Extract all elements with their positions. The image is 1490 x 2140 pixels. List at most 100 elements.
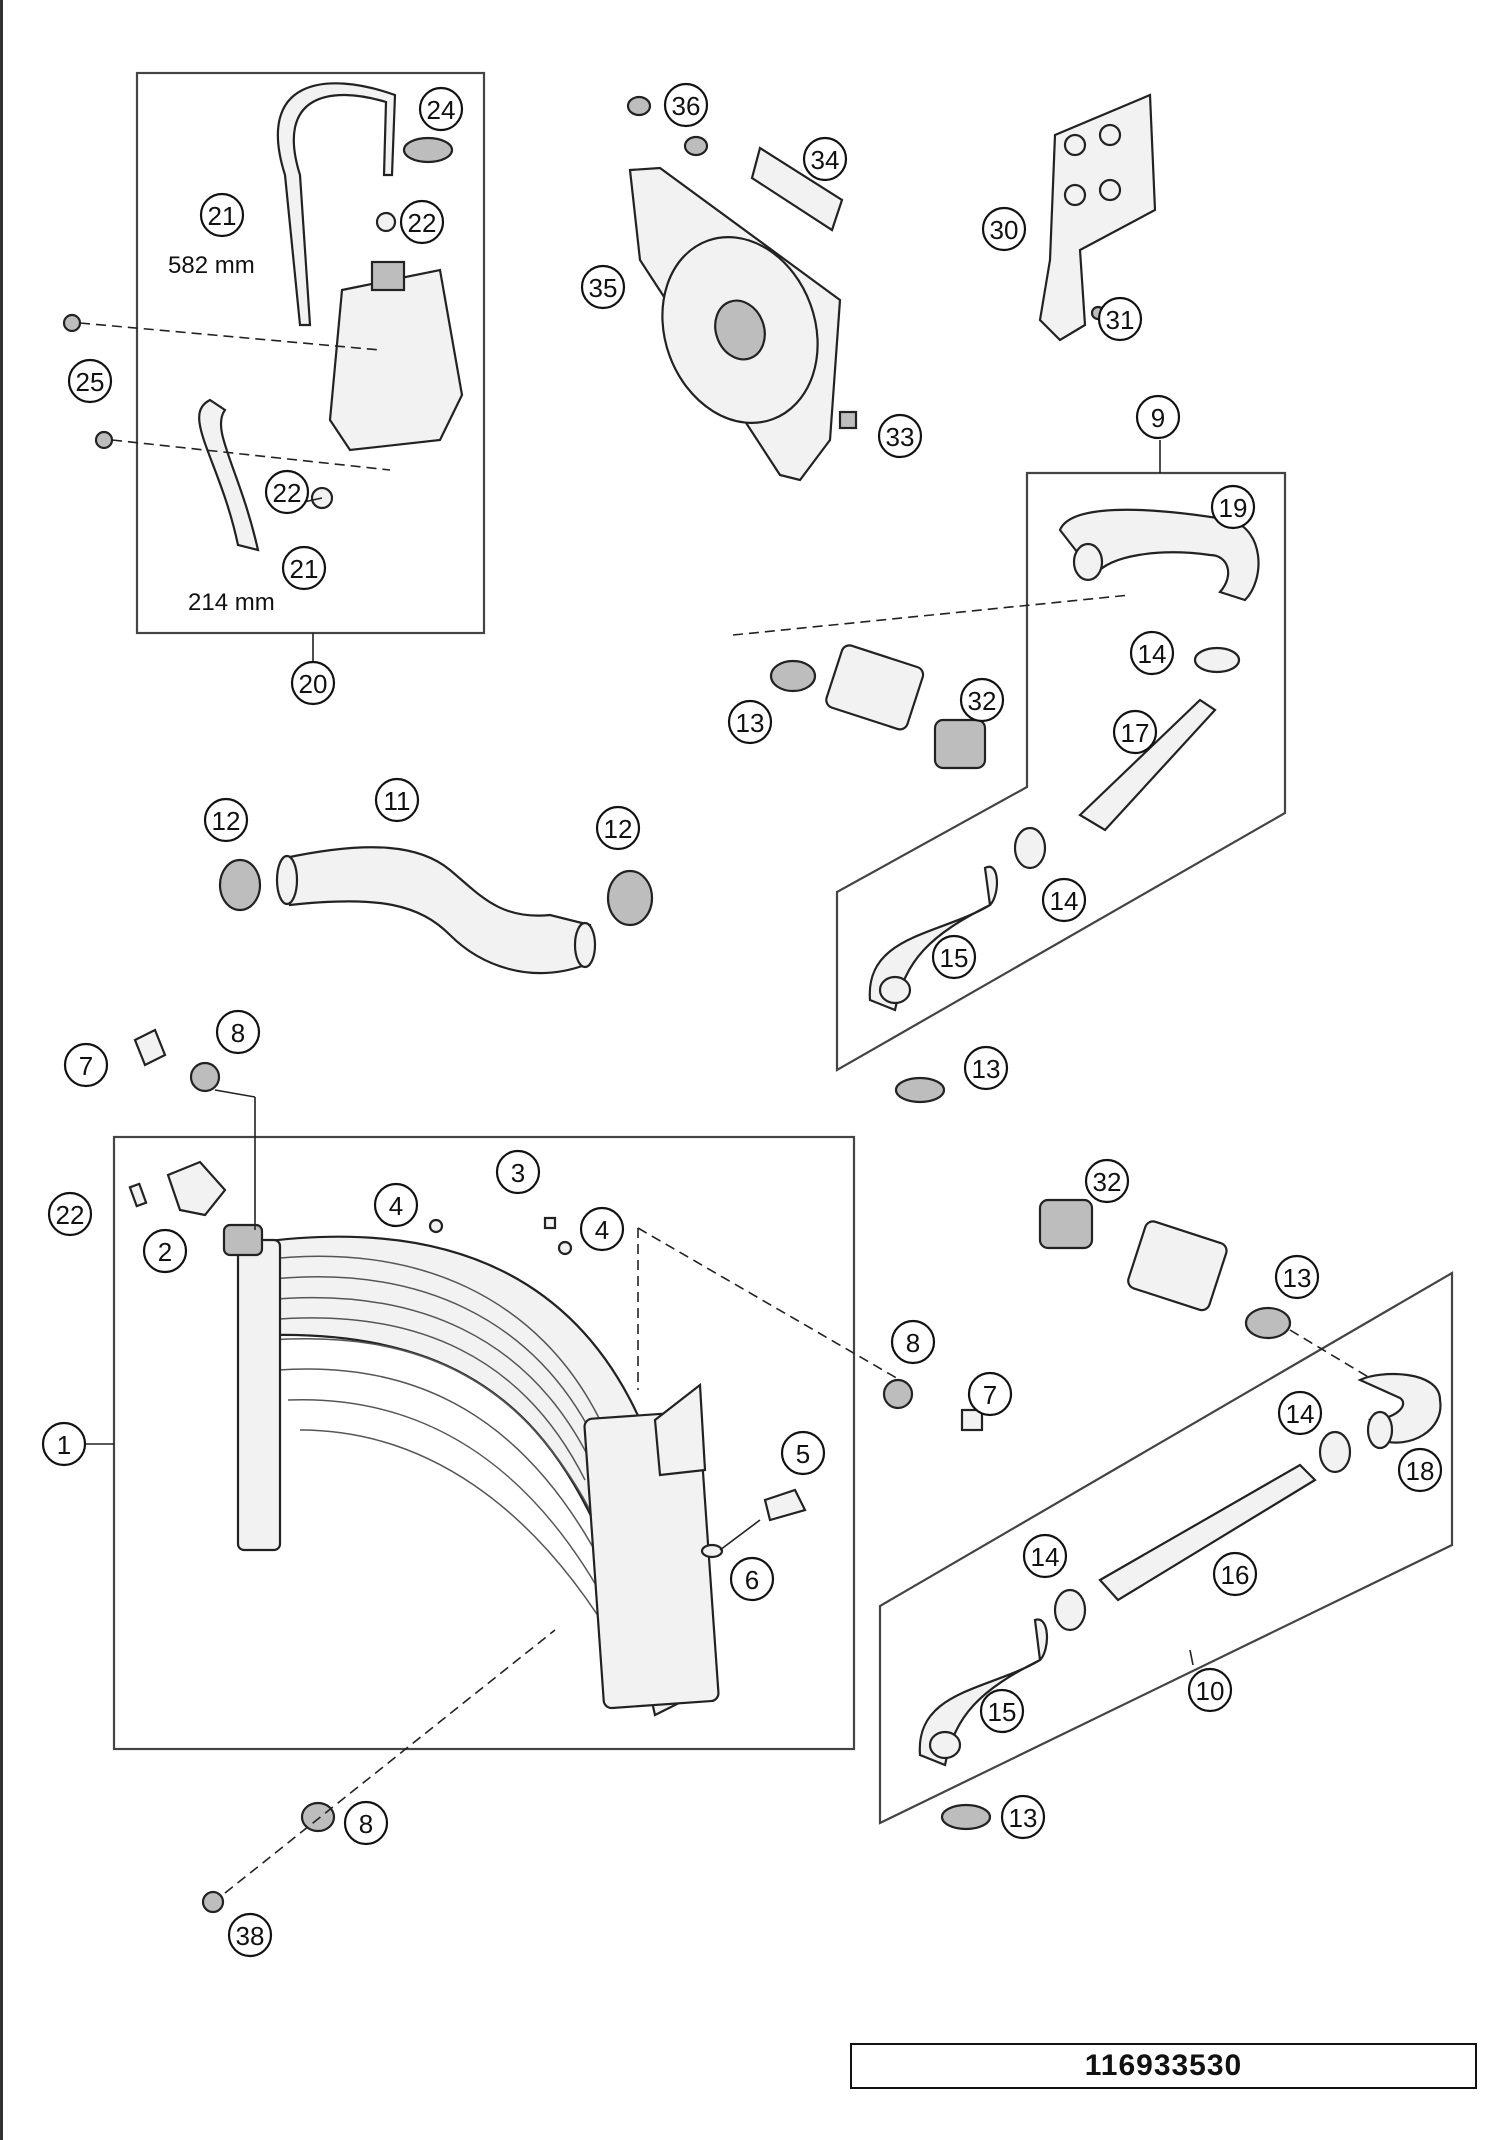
callout-label: 8: [231, 1018, 245, 1048]
callout-c14b: 14: [1041, 877, 1087, 923]
callout-c25: 25: [67, 358, 113, 404]
callout-c12b: 12: [595, 805, 641, 851]
callout-label: 21: [290, 554, 319, 584]
hose-19-end: [1072, 542, 1104, 582]
callout-label: 38: [236, 1921, 265, 1951]
screw-3: [543, 1216, 557, 1230]
grommet-8-bottom: [300, 1801, 336, 1833]
radiator-fins: [259, 1255, 626, 1661]
callout-circle: [215, 1009, 261, 1055]
washer-4-b: [557, 1240, 573, 1256]
radiator-bracket: [1038, 93, 1157, 342]
radiator-cap-2: [166, 1160, 227, 1217]
clamp-13-upper-9: [769, 659, 817, 693]
radiator-left-tank: [236, 1238, 282, 1552]
callout-c2: 2: [142, 1228, 188, 1274]
callout-c12a: 12: [203, 797, 249, 843]
callout-label: 14: [1138, 639, 1167, 669]
callout-c30: 30: [981, 206, 1027, 252]
dash-bottom-mount: [224, 1629, 556, 1894]
hose-11-assembly: [218, 846, 654, 975]
callout-circle: [1112, 709, 1158, 755]
radiator-assembly: [128, 1028, 984, 1914]
callout-circle: [1041, 877, 1087, 923]
callout-c5: 5: [780, 1430, 826, 1476]
radiator-bracket-assembly: [1038, 93, 1157, 342]
callout-circle: [1187, 1667, 1233, 1713]
callout-circle: [890, 1319, 936, 1365]
callout-c7a: 7: [63, 1042, 109, 1088]
callout-label: 6: [745, 1565, 759, 1595]
callout-c22a: 22: [399, 199, 445, 245]
callout-c32a: 32: [959, 677, 1005, 723]
callout-label: 15: [940, 943, 969, 973]
clamp-14-upper: [1193, 646, 1241, 674]
callout-circle: [979, 1688, 1025, 1734]
hose-11: [283, 846, 592, 975]
callout-label: 8: [359, 1809, 373, 1839]
callout-label: 35: [589, 273, 618, 303]
clamp-22-top: [375, 211, 397, 233]
leader-8-top-b: [214, 1089, 256, 1098]
callout-c13b: 13: [963, 1045, 1009, 1091]
callout-circle: [199, 192, 245, 238]
expansion-tank: [328, 268, 464, 452]
callout-c10: 10: [1187, 1667, 1233, 1713]
callout-circle: [1274, 1254, 1320, 1300]
callout-circle: [780, 1430, 826, 1476]
callout-c19: 19: [1210, 484, 1256, 530]
callout-c13c: 13: [1274, 1254, 1320, 1300]
callout-label: 7: [79, 1051, 93, 1081]
callout-label: 33: [886, 422, 915, 452]
callout-c14a: 14: [1129, 630, 1175, 676]
callout-label: 10: [1196, 1676, 1225, 1706]
callout-label: 22: [56, 1200, 85, 1230]
bracket-clip-1: [1063, 133, 1087, 157]
callout-c17: 17: [1112, 709, 1158, 755]
callout-c33: 33: [877, 413, 923, 459]
hose-17: [1078, 698, 1217, 832]
callout-c32b: 32: [1084, 1158, 1130, 1204]
dash-screw-upper: [79, 322, 381, 351]
bracket-clip-4: [1098, 178, 1122, 202]
clip-22-radiator: [128, 1182, 148, 1208]
callout-circle: [142, 1228, 188, 1274]
callout-c14d: 14: [1022, 1533, 1068, 1579]
rubber-36-b: [683, 135, 709, 157]
clamp-13-lower-10-top: [1244, 1306, 1292, 1340]
screw-7-right: [960, 1408, 984, 1432]
clamp-12-right: [606, 869, 654, 927]
callout-c4b: 4: [579, 1206, 625, 1252]
dash-right-mount: [637, 1227, 901, 1381]
hose-set-9-frame: [835, 471, 1287, 1072]
dash-screw-lower: [111, 439, 391, 471]
callout-circle: [41, 1421, 87, 1467]
callout-c16: 16: [1212, 1551, 1258, 1597]
callout-c24: 24: [418, 86, 464, 132]
expansion-tank-assembly: [62, 82, 464, 552]
callout-c6: 6: [729, 1556, 775, 1602]
clamp-14-right-10: [1318, 1430, 1352, 1474]
callout-label: 32: [1093, 1167, 1122, 1197]
callout-circle: [343, 1800, 389, 1846]
screw-38: [201, 1890, 225, 1914]
expansion-tank-cap: [370, 260, 406, 292]
callout-label: 14: [1031, 1542, 1060, 1572]
overflow-hose-short: [198, 398, 260, 552]
callout-label: 31: [1106, 305, 1135, 335]
callout-circle: [399, 199, 445, 245]
screw-25-upper: [62, 313, 82, 333]
clamp-14-left-10: [1053, 1588, 1087, 1632]
callout-label: 21: [208, 201, 237, 231]
callout-label: 24: [427, 95, 456, 125]
clamp-13-lower-10: [940, 1803, 992, 1831]
callout-circle: [63, 1042, 109, 1088]
radiator-group-frame: [112, 1135, 856, 1751]
callout-c7b: 7: [967, 1371, 1013, 1417]
callout-label: 25: [76, 367, 105, 397]
callout-c31: 31: [1097, 296, 1143, 342]
temp-sensor-5: [763, 1488, 807, 1522]
hose-15-upper: [868, 865, 999, 1012]
callout-label: 4: [595, 1215, 609, 1245]
